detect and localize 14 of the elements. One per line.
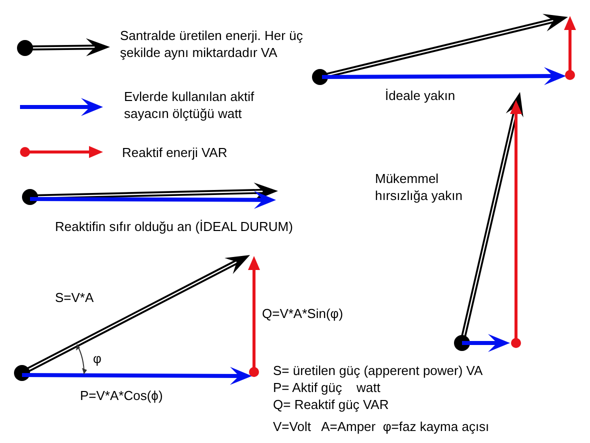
formula-label: P=V*A*Cos(ϕ) — [80, 387, 163, 404]
definition-text: S= üretilen güç (apperent power) VA — [273, 362, 483, 379]
legend-text: Santralde üretilen enerji. Her üç şekilde aynı miktardadır VA — [120, 27, 304, 61]
caption-text: Reaktifin sıfır olduğu an (İDEAL DURUM) — [55, 218, 293, 235]
legend-text: Reaktif enerji VAR — [122, 144, 228, 161]
caption-text: İdeale yakın — [385, 87, 456, 104]
formula-label: S=V*A — [55, 289, 94, 306]
definition-text: V=Volt A=Amper φ=faz kayma açısı — [273, 418, 490, 435]
definition-text: P= Aktif güç watt — [273, 379, 380, 396]
definition-text: Q= Reaktif güç VAR — [273, 396, 389, 413]
angle-label: φ — [93, 350, 102, 367]
legend-text: Evlerde kullanılan aktif sayacın ölçtüğü watt — [124, 88, 256, 122]
caption-text: Mükemmel hırsızlığa yakın — [375, 170, 464, 204]
formula-label: Q=V*A*Sin(φ) — [262, 305, 344, 322]
